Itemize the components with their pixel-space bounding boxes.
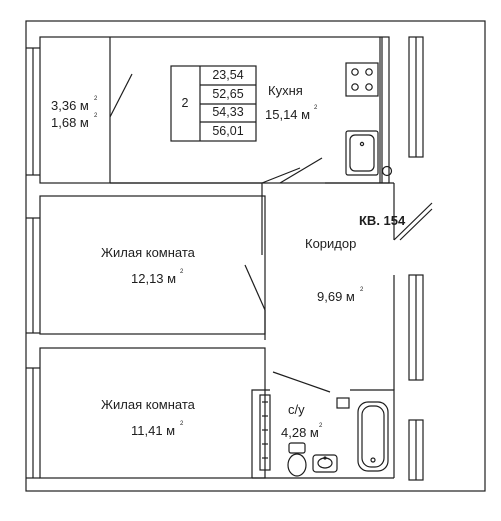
balcony-area-reduced: 1,68 м: [51, 115, 89, 130]
corridor-name: Коридор: [305, 236, 357, 251]
kitchen-area: 15,14 м: [265, 107, 311, 122]
bathroom-area-unit: 2: [319, 423, 323, 429]
bathroom-name: с/у: [288, 402, 305, 417]
rooms-count: 2: [181, 96, 189, 110]
balcony-area-reduced-unit: 2: [94, 113, 98, 119]
living-room-1-area: 12,13 м: [131, 271, 177, 286]
walls: [25, 20, 486, 492]
living-room-2-area-unit: 2: [180, 421, 184, 427]
living-room-1-name: Жилая комната: [101, 245, 195, 260]
living-room-1-area-unit: 2: [180, 269, 184, 275]
area-value-4: 56,01: [212, 124, 244, 138]
kitchen-name: Кухня: [268, 83, 303, 98]
corridor-area-unit: 2: [360, 287, 364, 293]
area-value-1: 23,54: [212, 68, 244, 82]
area-value-3: 54,33: [212, 105, 244, 119]
kitchen-area-unit: 2: [314, 105, 318, 111]
area-value-2: 52,65: [212, 87, 244, 101]
living-room-2-name: Жилая комната: [101, 397, 195, 412]
apartment-number: КВ. 154: [359, 213, 406, 228]
living-room-2-area: 11,41 м: [131, 423, 176, 438]
bathroom-area: 4,28 м: [281, 425, 319, 440]
balcony-area-full-unit: 2: [94, 96, 98, 102]
corridor-area: 9,69 м: [317, 289, 355, 304]
balcony-area-full: 3,36 м: [51, 98, 89, 113]
